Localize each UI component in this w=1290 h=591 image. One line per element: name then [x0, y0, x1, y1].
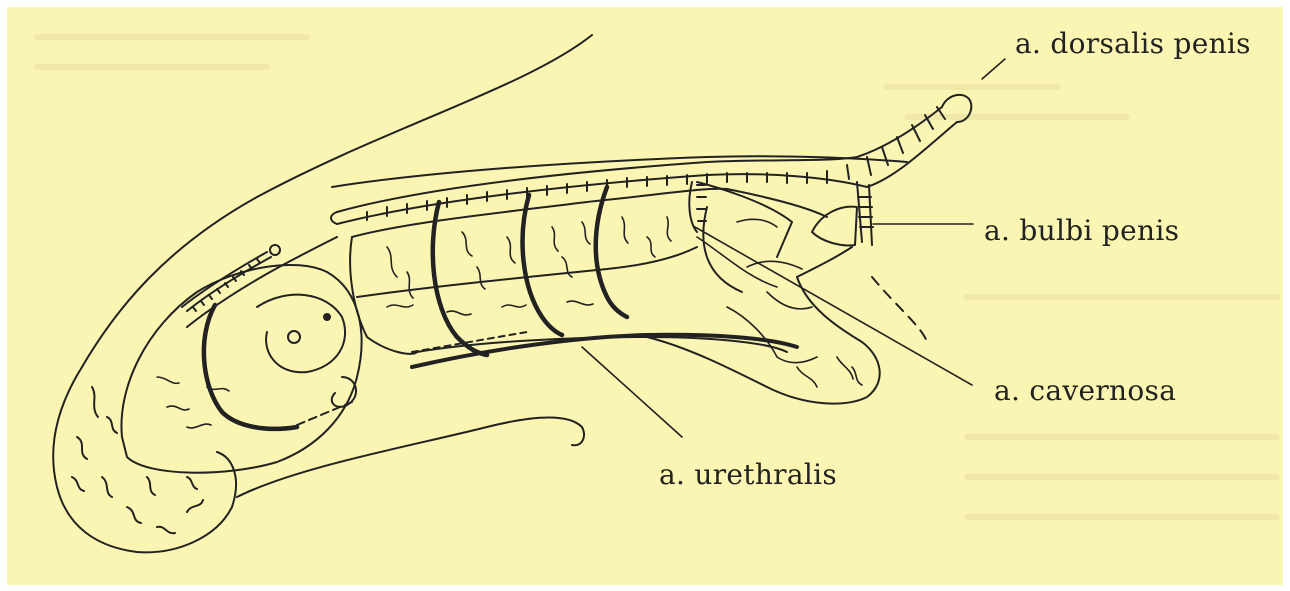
label-cavernosa: a. cavernosa	[994, 374, 1176, 407]
bulbar-region	[689, 182, 927, 342]
label-bulbi-penis: a. bulbi penis	[984, 214, 1179, 247]
branching-vessels	[157, 217, 862, 428]
ghost-text-bleed	[37, 37, 1277, 517]
paper-background: a. dorsalis penis a. bulbi penis a. cave…	[7, 7, 1283, 585]
leader-cavernosa	[695, 227, 972, 385]
anatomical-illustration	[7, 7, 1283, 585]
leader-urethralis	[582, 347, 682, 437]
urethral-artery	[412, 335, 797, 367]
bulb-structure	[121, 265, 361, 473]
scrotal-region	[53, 367, 236, 552]
leader-dorsalis	[982, 59, 1005, 79]
label-dorsalis-penis: a. dorsalis penis	[1015, 27, 1251, 60]
label-urethralis: a. urethralis	[659, 458, 837, 491]
body-outline	[82, 35, 907, 497]
